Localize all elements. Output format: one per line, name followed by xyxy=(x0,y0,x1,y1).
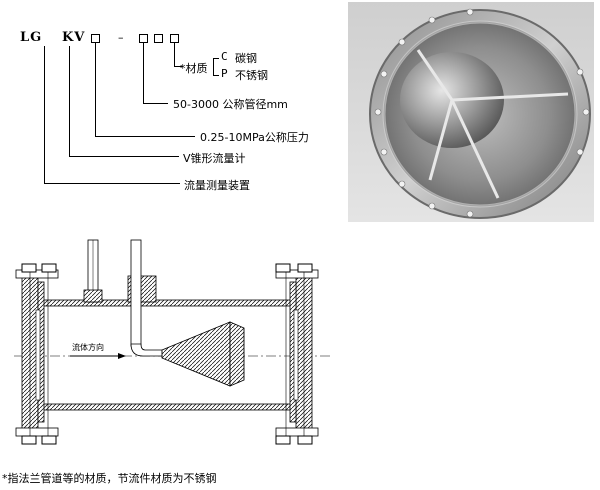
callout-flow-device: 流量测量装置 xyxy=(184,179,250,192)
model-prefix-kv: KV xyxy=(62,30,86,45)
pipe-wall-top xyxy=(33,299,305,307)
leader-material xyxy=(174,43,175,66)
model-prefix-lg: LG xyxy=(20,30,43,45)
material-bracket-bottom xyxy=(213,75,219,76)
footnote: *指法兰管道等的材质，节流件材质为不锈钢 xyxy=(2,472,217,485)
leader-v-cone-h xyxy=(69,156,179,157)
v-cone-photo-graphic xyxy=(348,2,594,222)
code-box-diameter-2 xyxy=(154,34,163,43)
callout-nominal-pressure: 0.25-10MPa公称压力 xyxy=(200,131,309,144)
material-c-text: 碳钢 xyxy=(235,52,257,65)
callout-v-cone-meter: V锥形流量计 xyxy=(183,152,246,165)
leader-pressure-h xyxy=(95,136,195,137)
code-box-diameter-1 xyxy=(139,34,148,43)
code-box-material xyxy=(170,34,179,43)
leader-v-cone xyxy=(69,46,70,156)
pipe-wall-bottom xyxy=(33,403,305,411)
v-cone-photo xyxy=(348,2,594,222)
v-cone-element xyxy=(161,321,231,387)
material-p-code: P xyxy=(221,67,228,80)
cross-section-drawing: 流体方向 xyxy=(0,232,340,447)
left-flange xyxy=(15,263,59,445)
right-flange xyxy=(275,263,319,445)
material-label: *材质 xyxy=(180,62,208,75)
code-dash: – xyxy=(118,31,124,44)
leader-device-h xyxy=(44,183,180,184)
leader-diameter-h xyxy=(143,103,168,104)
callout-nominal-diameter: 50-3000 公称管径mm xyxy=(173,98,288,111)
cross-section-svg xyxy=(14,239,330,445)
downstream-pressure-tap xyxy=(127,239,171,357)
material-bracket-top xyxy=(213,58,219,59)
leader-diameter xyxy=(143,43,144,103)
material-p-text: 不锈钢 xyxy=(235,69,268,82)
flow-direction-label: 流体方向 xyxy=(72,343,104,352)
leader-pressure xyxy=(95,43,96,136)
material-bracket xyxy=(213,58,214,76)
upstream-pressure-tap xyxy=(83,239,103,303)
material-c-code: C xyxy=(221,50,228,63)
leader-material-h xyxy=(174,66,182,67)
code-box-pressure xyxy=(91,34,100,43)
leader-device xyxy=(44,46,45,183)
